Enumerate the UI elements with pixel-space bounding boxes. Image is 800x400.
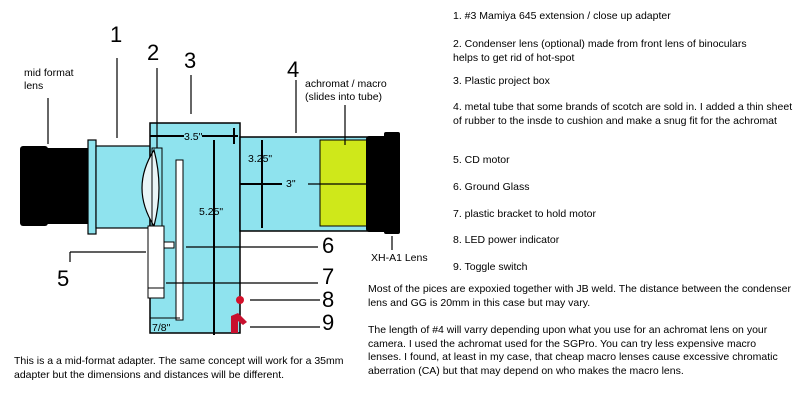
note-format: This is a a mid-format adapter. The same…: [14, 355, 344, 381]
callout-4: 4: [287, 57, 300, 82]
dim-box-top: 3.5": [184, 131, 203, 144]
legend-item-1: 1. #3 Mamiya 645 extension / close up ad…: [453, 10, 671, 22]
callout-6: 6: [322, 233, 335, 258]
label-achromat-macro: achromat / macro (slides into tube): [305, 78, 387, 104]
label-mid-format-line-1: mid format: [24, 67, 74, 79]
dim-box-height: 5.25": [199, 206, 224, 218]
dim-bracket-width: 7/8": [152, 322, 171, 334]
cd-motor: [147, 225, 165, 299]
callout-2: 2: [147, 40, 160, 65]
toggle-switch: [231, 313, 247, 333]
legend-item-9: 9. Toggle switch: [453, 261, 528, 273]
extension-adapter-flange: [87, 139, 97, 235]
legend-item-7: 7. plastic bracket to hold motor: [453, 208, 596, 220]
legend-item-2: 2. Condenser lens (optional) made from f…: [453, 38, 747, 64]
xh-a1-lens-front: [384, 132, 400, 234]
callout-1: 1: [110, 22, 123, 47]
label-achromat-line-2: (slides into tube): [305, 91, 383, 103]
legend-item-6: 6. Ground Glass: [453, 181, 530, 193]
callout-9: 9: [322, 310, 335, 335]
legend-item-3: 3. Plastic project box: [453, 75, 550, 87]
label-achromat-line-1: achromat / macro: [305, 78, 387, 90]
note-assembly: Most of the pices are expoxied together …: [368, 283, 791, 309]
callout-7: 7: [322, 264, 335, 289]
note-achromat: The length of #4 will varry depending up…: [368, 324, 778, 377]
led-indicator: [236, 296, 244, 304]
dim-tube-length: 3": [286, 178, 296, 190]
legend-item-4: 4. metal tube that some brands of scotch…: [453, 101, 793, 127]
mid-format-lens-body: [44, 148, 92, 224]
cd-motor-base: [147, 287, 165, 299]
callout-3: 3: [184, 48, 197, 73]
callout-5: 5: [57, 266, 70, 291]
mid-format-lens-barrel: [20, 146, 48, 226]
dim-tube-height: 3.25": [248, 153, 273, 165]
label-mid-format-lens: mid format lens: [24, 67, 74, 93]
label-xh-a1-lens: XH-A1 Lens: [371, 252, 428, 264]
cd-motor-shaft: [163, 241, 175, 249]
achromat-macro-lens: [319, 139, 369, 227]
callout-8: 8: [322, 287, 335, 312]
legend-item-8: 8. LED power indicator: [453, 234, 560, 246]
extension-adapter-tube: [95, 145, 151, 229]
ground-glass: [175, 159, 184, 321]
label-mid-format-line-2: lens: [24, 80, 44, 92]
legend-item-5: 5. CD motor: [453, 154, 510, 166]
